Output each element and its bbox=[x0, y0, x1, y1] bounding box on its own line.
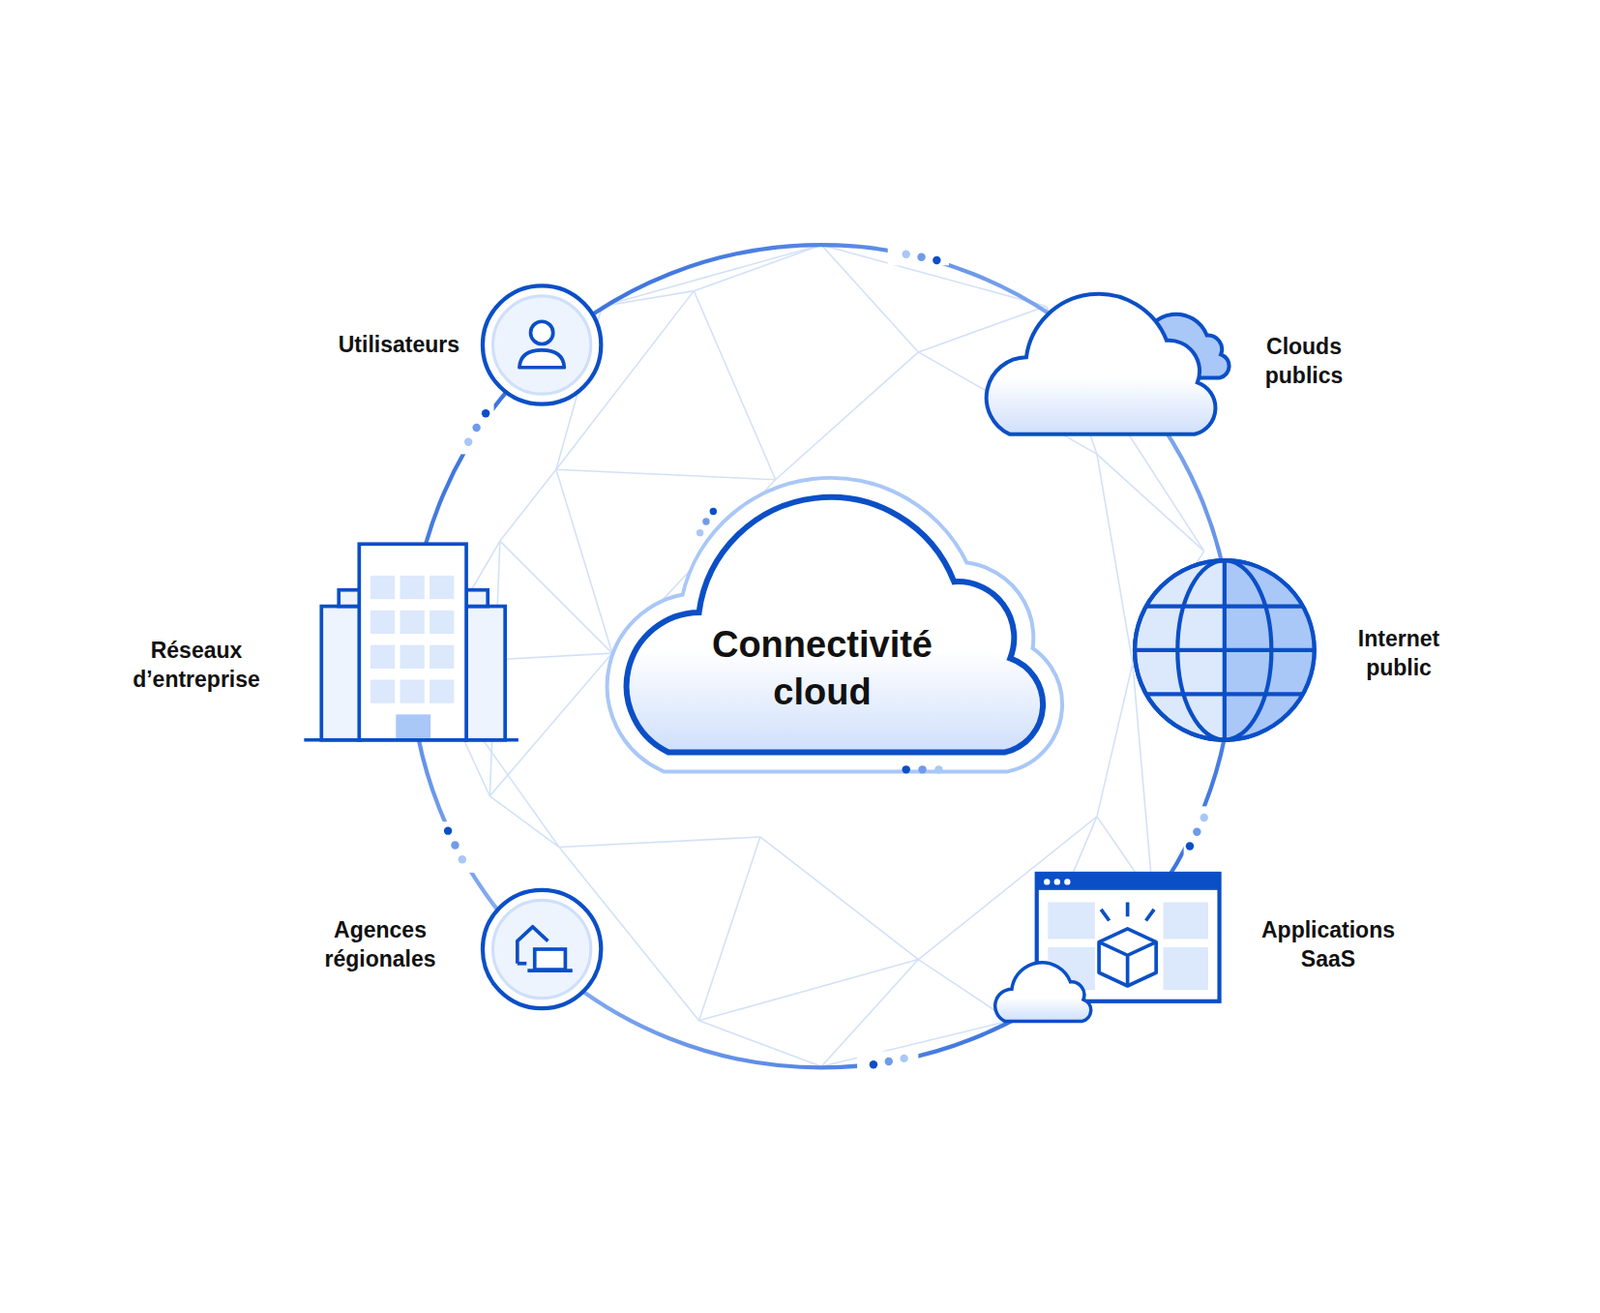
icon-node: Réseaux d’entreprise bbox=[129, 636, 264, 695]
icon-node: Utilisateurs bbox=[331, 330, 460, 360]
network-ring bbox=[410, 244, 1233, 1067]
icon-node: Applications SaaS bbox=[1258, 916, 1399, 975]
mesh-line bbox=[601, 244, 822, 306]
icon-node: Clouds publics bbox=[1262, 332, 1347, 391]
mesh-line bbox=[559, 836, 761, 848]
mesh-line bbox=[760, 836, 919, 960]
mesh-line bbox=[500, 540, 613, 653]
mesh-line bbox=[775, 352, 919, 480]
users-icon bbox=[482, 285, 601, 404]
center-title: Connectivité cloud bbox=[709, 621, 937, 717]
public-clouds-icon bbox=[986, 294, 1230, 435]
mesh-line bbox=[821, 959, 919, 1067]
mesh-line bbox=[699, 1020, 823, 1067]
mesh-line bbox=[918, 305, 1046, 352]
node-label: Réseaux d’entreprise bbox=[129, 636, 264, 695]
mesh-line bbox=[1096, 453, 1133, 663]
building-icon bbox=[303, 543, 519, 741]
mesh-line bbox=[1096, 663, 1133, 817]
mesh-line bbox=[699, 836, 761, 1021]
icon-node: Internet public bbox=[1355, 624, 1444, 683]
mesh-line bbox=[489, 796, 560, 848]
node-label: Clouds publics bbox=[1262, 332, 1347, 391]
node-label: Utilisateurs bbox=[331, 330, 460, 360]
globe-icon bbox=[1134, 556, 1319, 745]
central-cloud bbox=[626, 497, 1043, 774]
mesh-line bbox=[556, 469, 776, 480]
node-label: Agences régionales bbox=[321, 916, 440, 975]
offices-icon bbox=[482, 889, 601, 1008]
mesh-line bbox=[699, 959, 919, 1021]
mesh-line bbox=[489, 652, 613, 797]
saas-icon bbox=[995, 873, 1220, 1021]
cloud-node: Connectivité cloud bbox=[709, 621, 937, 717]
icon-node: Agences régionales bbox=[321, 916, 440, 975]
mesh-line bbox=[693, 291, 775, 480]
node-label: Applications SaaS bbox=[1258, 916, 1399, 975]
node-label: Internet public bbox=[1355, 624, 1444, 683]
mesh-line bbox=[500, 469, 557, 541]
ring-dots bbox=[439, 242, 1221, 1074]
